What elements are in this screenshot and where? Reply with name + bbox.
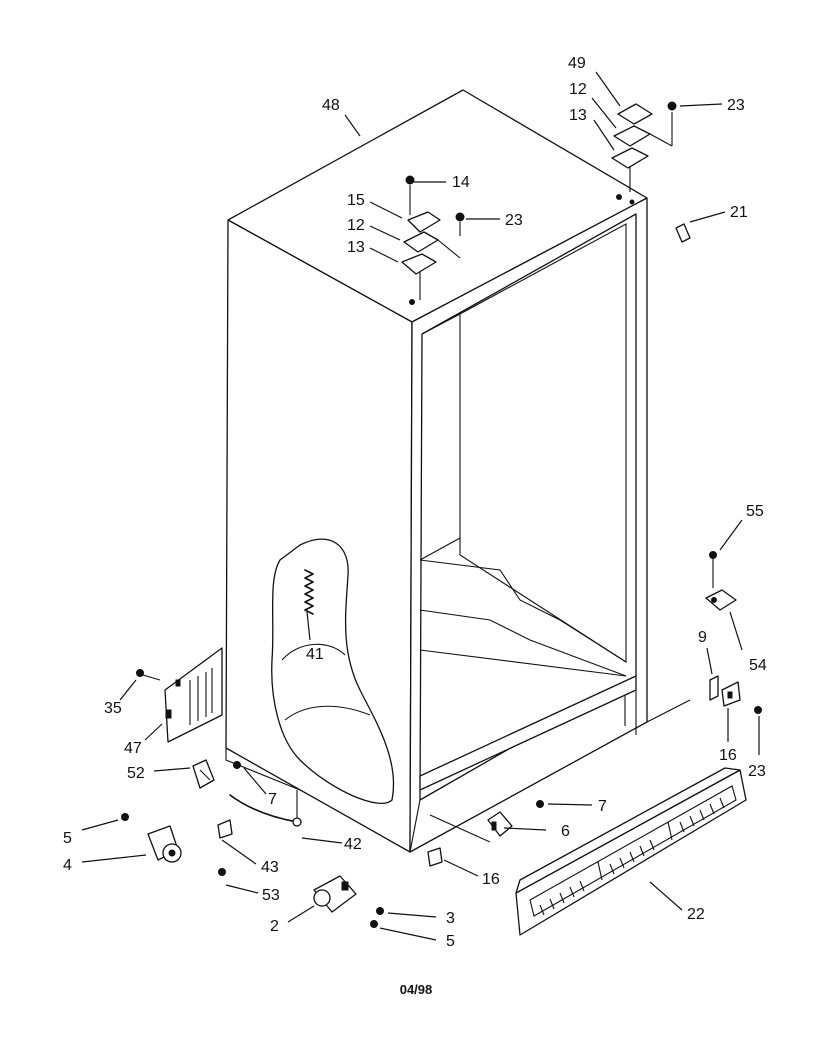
callout-48: 48 [322, 97, 340, 114]
callout-13a: 13 [569, 107, 587, 124]
callout-23b: 23 [505, 212, 523, 229]
callout-23c: 23 [748, 763, 766, 780]
callout-9: 9 [698, 629, 707, 646]
callout-5b: 5 [446, 933, 455, 950]
callout-2: 2 [270, 918, 279, 935]
tube-42 [229, 790, 302, 827]
screw-7b [536, 800, 544, 808]
left-bracket [136, 647, 223, 743]
clip-16b [427, 847, 443, 867]
callout-53: 53 [262, 887, 280, 904]
cabinet [225, 89, 691, 853]
callout-5a: 5 [63, 830, 72, 847]
callout-54: 54 [749, 657, 767, 674]
bracket-16a [721, 681, 741, 707]
callout-labels: 48 49 12 13 23 14 15 12 13 23 21 55 41 5… [63, 55, 767, 950]
bracket-9 [709, 675, 719, 701]
callout-7a: 7 [268, 791, 277, 808]
screw-7a [233, 761, 241, 769]
callout-16a: 16 [719, 747, 737, 764]
roller-4 [147, 825, 182, 863]
callout-12a: 12 [569, 81, 587, 98]
toe-grille [515, 767, 747, 936]
callout-55: 55 [746, 503, 764, 520]
callout-23a: 23 [727, 97, 745, 114]
callout-22: 22 [687, 906, 705, 923]
hinge-54 [705, 589, 737, 611]
top-hinge-right [611, 101, 677, 192]
clip-52 [192, 759, 215, 789]
callout-12b: 12 [347, 217, 365, 234]
callout-42: 42 [344, 836, 362, 853]
callout-6: 6 [561, 823, 570, 840]
door-stop [675, 223, 691, 243]
callout-35: 35 [104, 700, 122, 717]
callout-47: 47 [124, 740, 142, 757]
roller-2 [313, 875, 357, 913]
date-code: 04/98 [399, 982, 433, 997]
screw-23c [754, 706, 762, 714]
screw-5a [121, 813, 129, 821]
screw-5b [370, 920, 378, 928]
callout-21: 21 [730, 204, 748, 221]
screw-3 [376, 907, 384, 915]
clip-43 [217, 819, 233, 839]
callout-52: 52 [127, 765, 145, 782]
callout-13b: 13 [347, 239, 365, 256]
screw-55 [709, 551, 717, 588]
callout-41: 41 [306, 646, 324, 663]
top-hinge-center [401, 175, 465, 300]
callout-3: 3 [446, 910, 455, 927]
callout-4: 4 [63, 857, 72, 874]
callout-7b: 7 [598, 798, 607, 815]
callout-43: 43 [261, 859, 279, 876]
drain-coil [304, 569, 314, 615]
leader-lines [81, 71, 760, 941]
callout-49: 49 [568, 55, 586, 72]
callout-15: 15 [347, 192, 365, 209]
bracket-6 [487, 811, 513, 837]
screw-53 [218, 868, 226, 876]
callout-14: 14 [452, 174, 470, 191]
callout-16b: 16 [482, 871, 500, 888]
